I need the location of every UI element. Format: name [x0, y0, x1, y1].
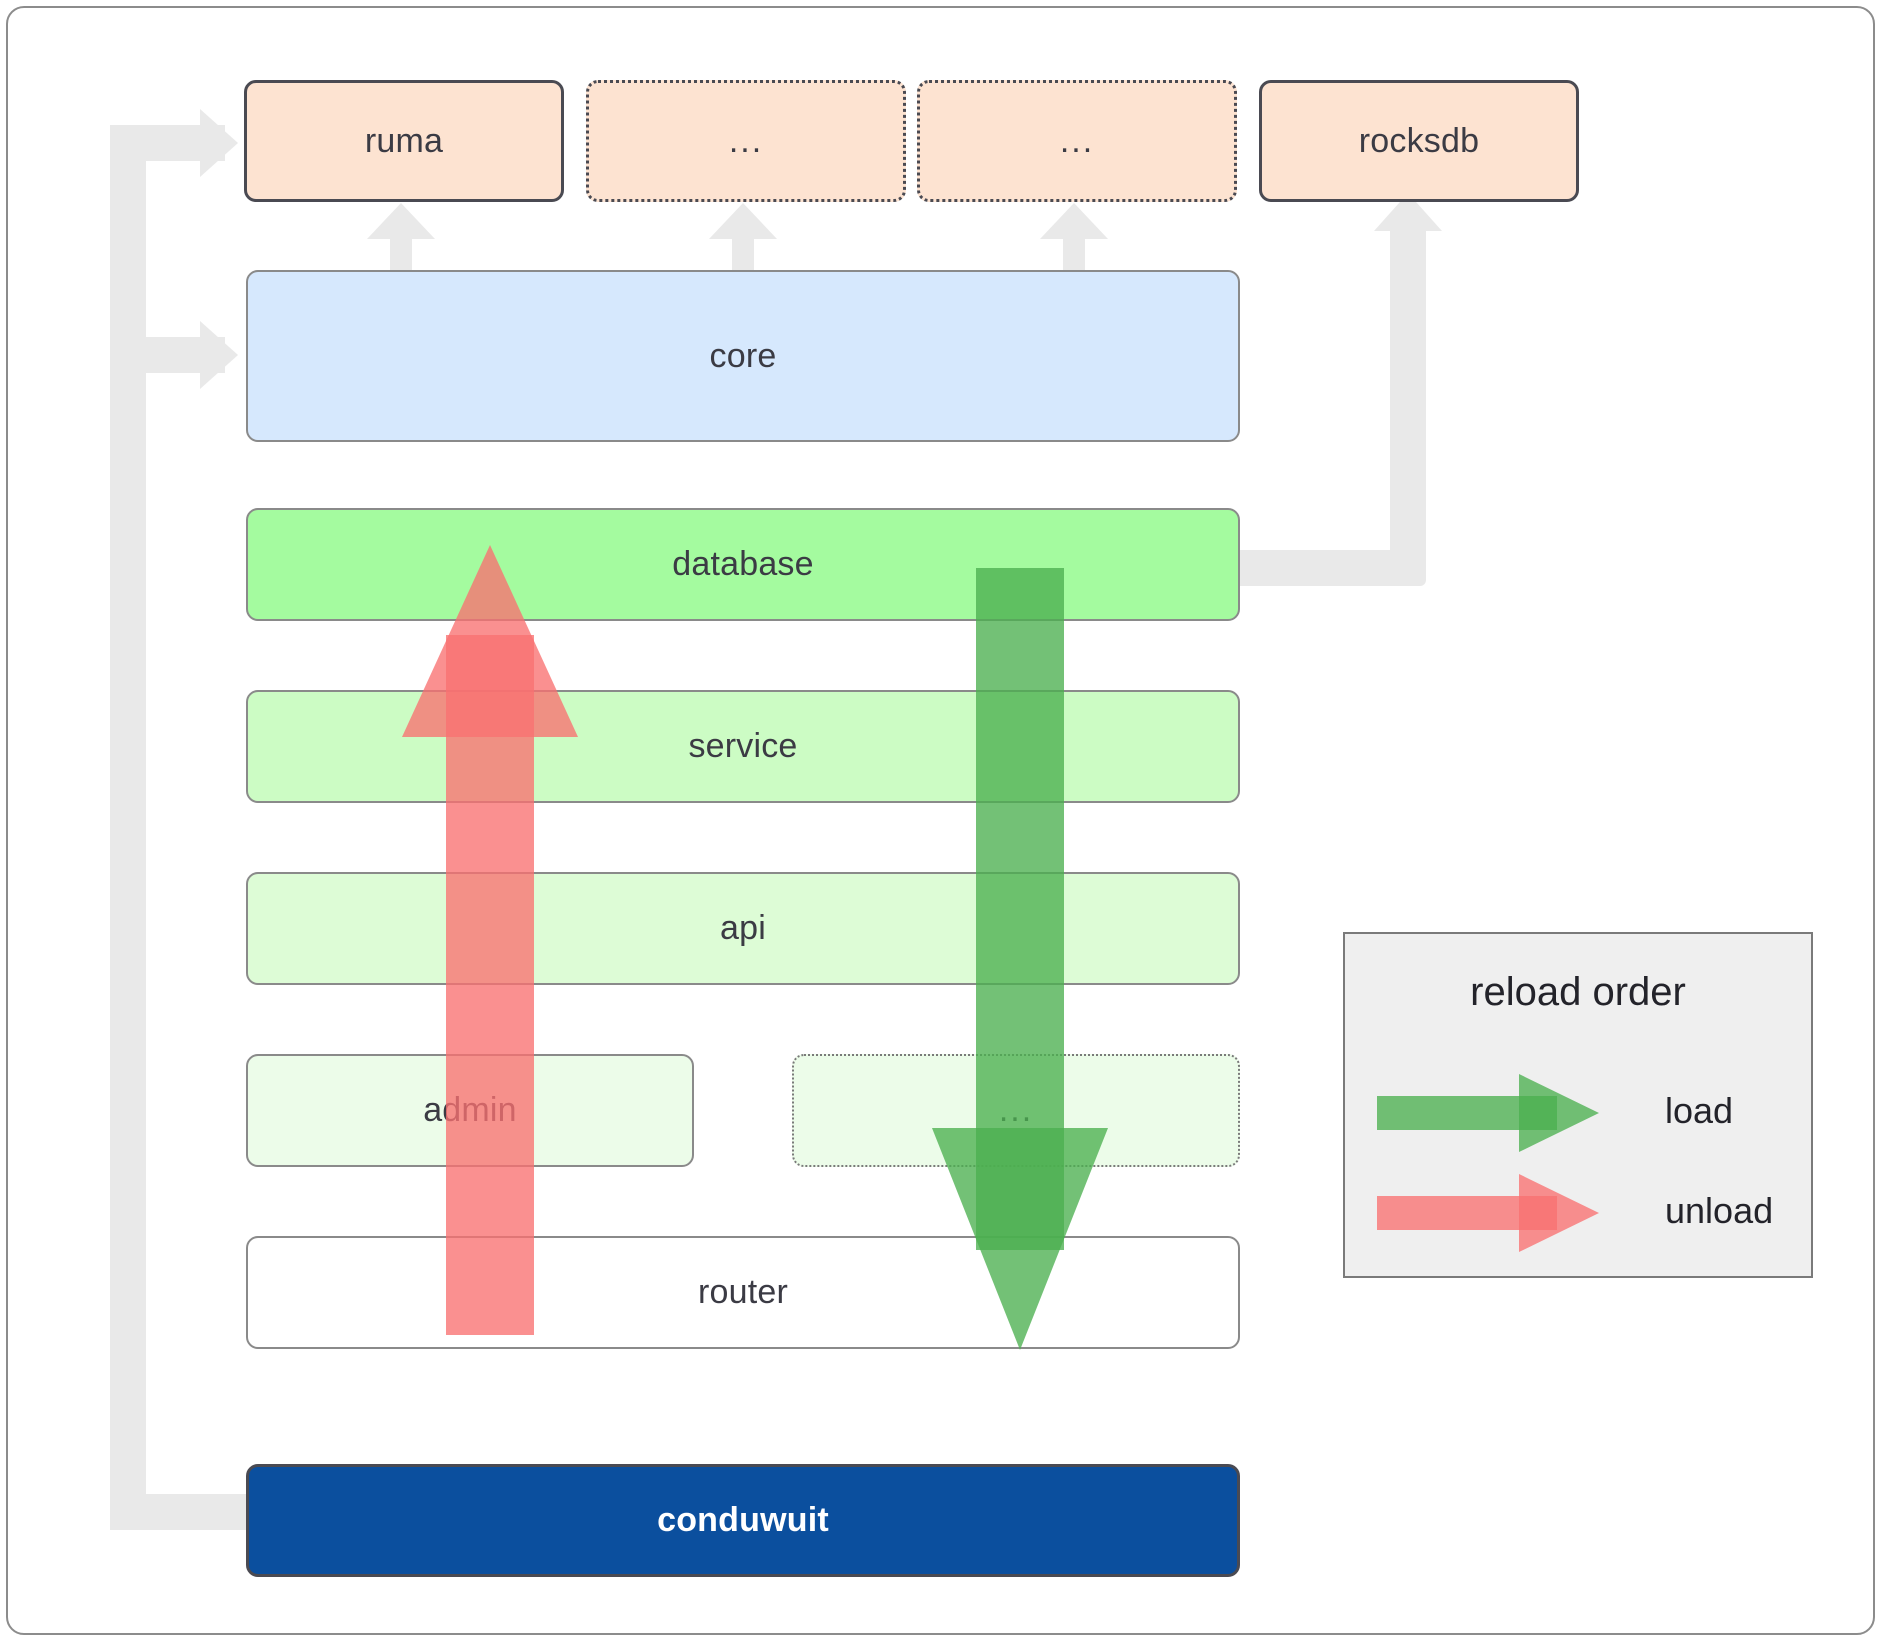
- legend-row-unload: [1377, 1172, 1637, 1252]
- connector-core-to-ext3-head: [1040, 203, 1108, 239]
- node-service-label: service: [688, 727, 798, 765]
- node-core[interactable]: core: [246, 270, 1240, 442]
- node-ruma-label: ruma: [364, 121, 444, 160]
- legend-panel: reload order load unload: [1343, 932, 1813, 1278]
- legend-title: reload order: [1470, 970, 1686, 1014]
- node-conduwuit-label: conduwuit: [657, 1501, 829, 1539]
- node-conduwuit[interactable]: conduwuit: [246, 1464, 1240, 1577]
- connector-core-to-ext2-head: [709, 203, 777, 239]
- node-external-placeholder-2[interactable]: ...: [917, 80, 1237, 202]
- connector-trunk-to-ruma-head: [200, 109, 238, 177]
- legend-label-unload: unload: [1665, 1190, 1774, 1231]
- node-external-placeholder-2-label: ...: [1059, 121, 1095, 160]
- load-flow-arrow: [920, 568, 1120, 1350]
- load-arrow-icon: [1377, 1074, 1599, 1152]
- node-api-label: api: [720, 909, 766, 947]
- node-rocksdb-label: rocksdb: [1358, 121, 1480, 160]
- node-ruma[interactable]: ruma: [244, 80, 564, 202]
- node-rocksdb[interactable]: rocksdb: [1259, 80, 1579, 202]
- node-router[interactable]: router: [246, 1236, 1240, 1349]
- connector-core-to-ruma-shaft: [390, 234, 412, 276]
- connector-core-to-ext2-shaft: [732, 234, 754, 276]
- connector-core-to-ruma-head: [367, 203, 435, 239]
- node-router-label: router: [697, 1273, 789, 1311]
- legend-row-load: [1377, 1072, 1637, 1152]
- connector-database-to-rocksdb-vertical: [1390, 225, 1426, 575]
- unload-arrow-icon: [1377, 1174, 1599, 1252]
- node-core-label: core: [709, 336, 777, 375]
- node-external-placeholder-1[interactable]: ...: [586, 80, 906, 202]
- node-external-placeholder-1-label: ...: [728, 121, 764, 160]
- connector-app-to-trunk: [110, 1494, 250, 1530]
- node-database-label: database: [672, 545, 814, 583]
- legend-label-load: load: [1665, 1090, 1734, 1131]
- unload-flow-arrow: [390, 545, 590, 1335]
- connector-trunk-to-core-head: [200, 321, 238, 389]
- connector-core-to-ext3-shaft: [1063, 234, 1085, 276]
